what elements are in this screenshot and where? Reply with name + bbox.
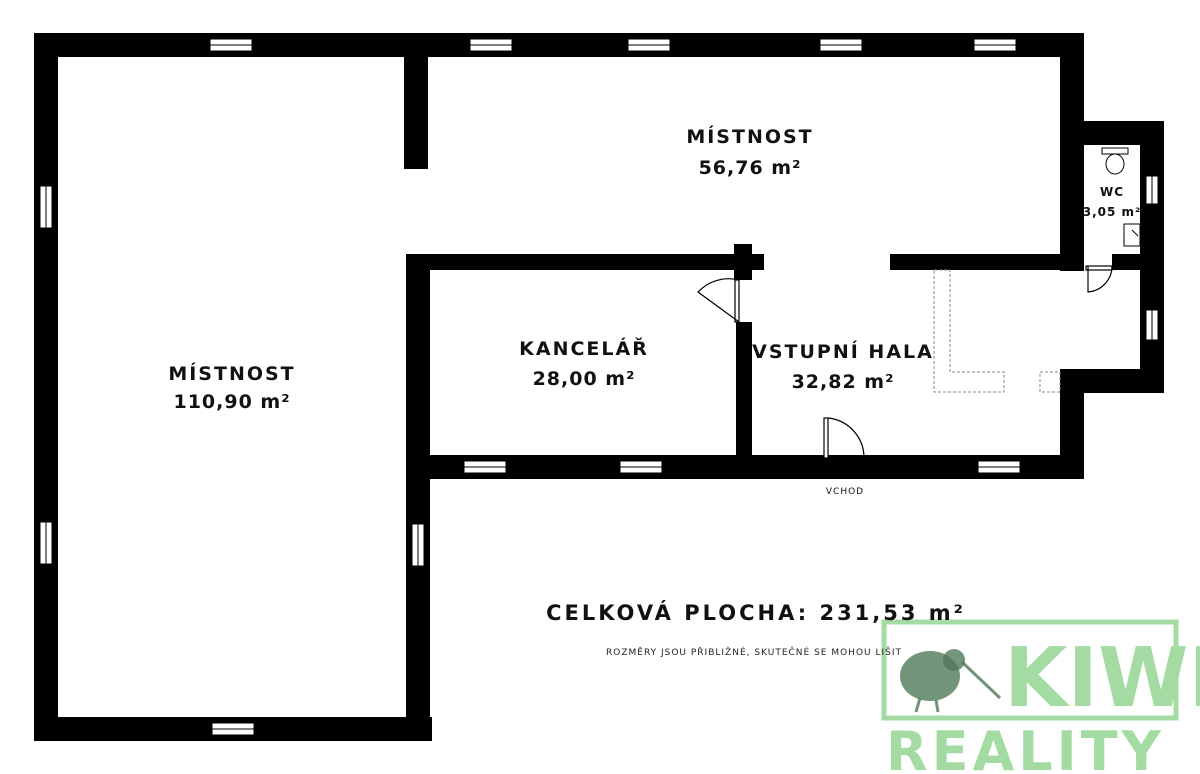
toilet-icon <box>1101 147 1129 175</box>
wall-mid-vertical-upper <box>404 57 428 169</box>
room-label: MÍSTNOST <box>168 362 295 385</box>
wall-bottom-mid <box>406 455 1084 479</box>
kiwi-bird-icon <box>900 649 1002 713</box>
room-label: VSTUPNÍ HALA <box>752 340 934 363</box>
room-area: 28,00 m² <box>533 368 636 390</box>
room-label: KANCELÁŘ <box>519 337 649 360</box>
doors <box>697 265 1113 459</box>
wall-column <box>734 244 752 280</box>
room-area: 110,90 m² <box>173 391 290 413</box>
wall-office-right <box>736 322 752 479</box>
wall-mid-vertical-lower <box>406 254 430 741</box>
room-kancelar: KANCELÁŘ 28,00 m² <box>519 337 649 390</box>
total-area: CELKOVÁ PLOCHA: 231,53 m² <box>546 600 966 625</box>
wall-wc-bottom <box>1112 254 1164 270</box>
disclaimer: ROZMĚRY JSOU PŘIBLIŽNÉ, SKUTEČNÉ SE MOHO… <box>606 646 902 658</box>
door-wc <box>1085 265 1113 271</box>
wall-top-right <box>404 33 1084 57</box>
wall-hall-top-right <box>890 254 1084 270</box>
room-area: 32,82 m² <box>792 371 895 393</box>
wall-right-upper <box>1060 33 1084 271</box>
logo-text-kiwi: KIWI <box>1004 631 1200 726</box>
room-label: WC <box>1100 185 1124 199</box>
room-label: MÍSTNOST <box>686 125 813 148</box>
wall-left-outer <box>34 33 58 741</box>
door-vchod <box>823 417 829 459</box>
room-large: MÍSTNOST 110,90 m² <box>168 362 295 413</box>
entrance-label: VCHOD <box>826 487 864 497</box>
room-area: 3,05 m² <box>1083 205 1142 219</box>
walls <box>34 33 1164 741</box>
logo-frame <box>881 619 1179 721</box>
room-wc: WC 3,05 m² <box>1083 185 1142 219</box>
wall-office-top <box>406 254 764 270</box>
logo: KIWI REALITY <box>881 619 1200 774</box>
reception-counter <box>933 269 1061 393</box>
logo-text-reality: REALITY <box>886 720 1165 774</box>
door-kancelar <box>734 279 740 323</box>
room-area: 56,76 m² <box>699 157 802 179</box>
room-upper: MÍSTNOST 56,76 m² <box>686 125 813 179</box>
room-vstupni-hala: VSTUPNÍ HALA 32,82 m² <box>752 340 934 393</box>
sink-icon <box>1123 223 1141 247</box>
window-panes <box>45 44 1153 730</box>
